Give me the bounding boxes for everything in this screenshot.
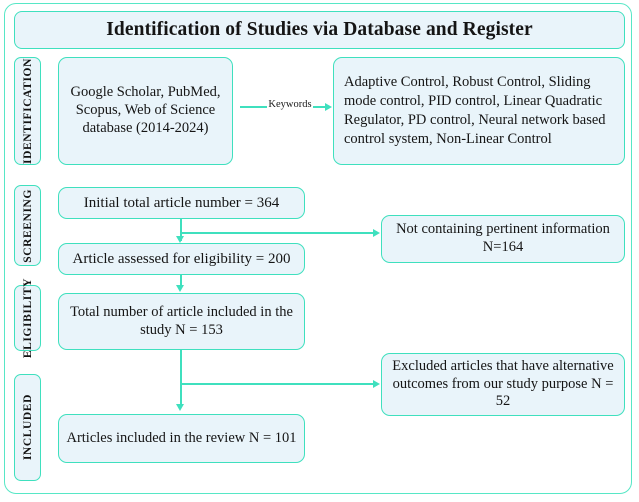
stage-label-identification: IDENTIFICATION <box>14 57 41 165</box>
stage-label-included: INCLUDED <box>14 374 41 481</box>
box-final-included: Articles included in the review N = 101 <box>58 414 305 463</box>
box-keywords-text: Adaptive Control, Robust Control, Slidin… <box>344 74 606 147</box>
box-databases-text: Google Scholar, PubMed, Scopus, Web of S… <box>70 84 221 136</box>
box-not-pertinent-text: Not containing pertinent information N=1… <box>396 221 610 255</box>
box-total-included: Total number of article included in the … <box>58 293 305 350</box>
assessed-down-arrowhead-icon <box>176 285 185 292</box>
box-assessed-eligibility-text: Article assessed for eligibility = 200 <box>72 250 291 267</box>
stage-label-included-text: INCLUDED <box>21 394 34 461</box>
box-excluded-alternative: Excluded articles that have alternative … <box>381 353 625 416</box>
stage-label-screening-text: SCREENING <box>21 188 34 263</box>
screening-exclusion-connector <box>181 232 374 234</box>
box-initial-total-text: Initial total article number = 364 <box>83 194 280 211</box>
keywords-connector-right <box>313 106 327 108</box>
screening-exclusion-arrowhead-icon <box>373 228 380 237</box>
box-assessed-eligibility: Article assessed for eligibility = 200 <box>58 243 305 275</box>
screening-down-arrowhead-icon <box>176 236 185 243</box>
box-final-included-text: Articles included in the review N = 101 <box>66 429 297 446</box>
keywords-connector-label: Keywords <box>268 99 312 110</box>
box-databases: Google Scholar, PubMed, Scopus, Web of S… <box>58 57 233 165</box>
assessed-vertical-connector <box>180 275 182 287</box>
box-total-included-text: Total number of article included in the … <box>70 303 293 338</box>
box-keywords: Adaptive Control, Robust Control, Slidin… <box>333 57 625 165</box>
screening-vertical-connector <box>180 219 182 241</box>
box-not-pertinent: Not containing pertinent information N=1… <box>381 215 625 263</box>
stage-label-eligibility-text: ELIGIBILITY <box>21 277 34 359</box>
diagram-title: Identification of Studies via Database a… <box>106 19 533 41</box>
eligibility-down-arrowhead-icon <box>176 404 185 411</box>
eligibility-exclusion-arrowhead-icon <box>373 379 380 388</box>
diagram-title-box: Identification of Studies via Database a… <box>14 11 625 49</box>
stage-label-eligibility: ELIGIBILITY <box>14 278 41 358</box>
keywords-arrowhead-icon <box>325 102 332 111</box>
diagram-outer-frame <box>4 3 632 494</box>
stage-label-identification-text: IDENTIFICATION <box>21 58 34 164</box>
stage-label-screening: SCREENING <box>14 185 41 266</box>
box-excluded-alternative-text: Excluded articles that have alternative … <box>392 357 614 410</box>
eligibility-vertical-connector <box>180 350 182 406</box>
keywords-connector-left <box>240 106 267 108</box>
box-initial-total: Initial total article number = 364 <box>58 187 305 219</box>
eligibility-exclusion-connector <box>181 383 374 385</box>
